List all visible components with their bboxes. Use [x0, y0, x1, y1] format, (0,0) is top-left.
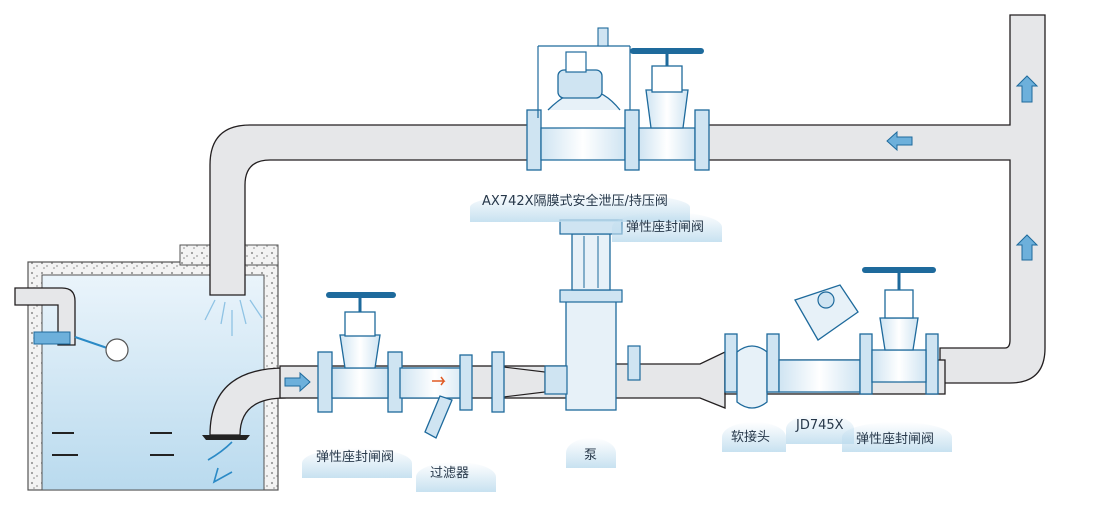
float-ball-icon	[33, 331, 129, 362]
label-gate-valve-right: 弹性座封闸阀	[856, 432, 935, 447]
label-gate-valve-left: 弹性座封闸阀	[316, 450, 395, 465]
label-pump: 泵	[584, 448, 598, 463]
label-filter: 过滤器	[430, 466, 470, 481]
soft-joint	[724, 333, 780, 409]
label-jd745x: JD745X	[796, 418, 844, 433]
pump	[544, 219, 641, 411]
splash-mark	[204, 299, 263, 336]
water-tank	[14, 244, 286, 491]
gate-valve-left	[317, 292, 403, 413]
label-soft-joint: 软接头	[731, 430, 771, 445]
label-ax742x: AX742X隔膜式安全泄压/持压阀	[482, 194, 668, 209]
ax742x-valve	[526, 27, 640, 171]
flow-arrow-icon	[432, 376, 446, 386]
flow-arrow-icon	[284, 75, 1039, 393]
label-gate-valve-top: 弹性座封闸阀	[626, 220, 705, 235]
y-filter	[399, 351, 505, 439]
gate-valve-top	[630, 48, 710, 171]
jd745x-valve	[778, 284, 861, 393]
gate-valve-right	[859, 267, 939, 395]
